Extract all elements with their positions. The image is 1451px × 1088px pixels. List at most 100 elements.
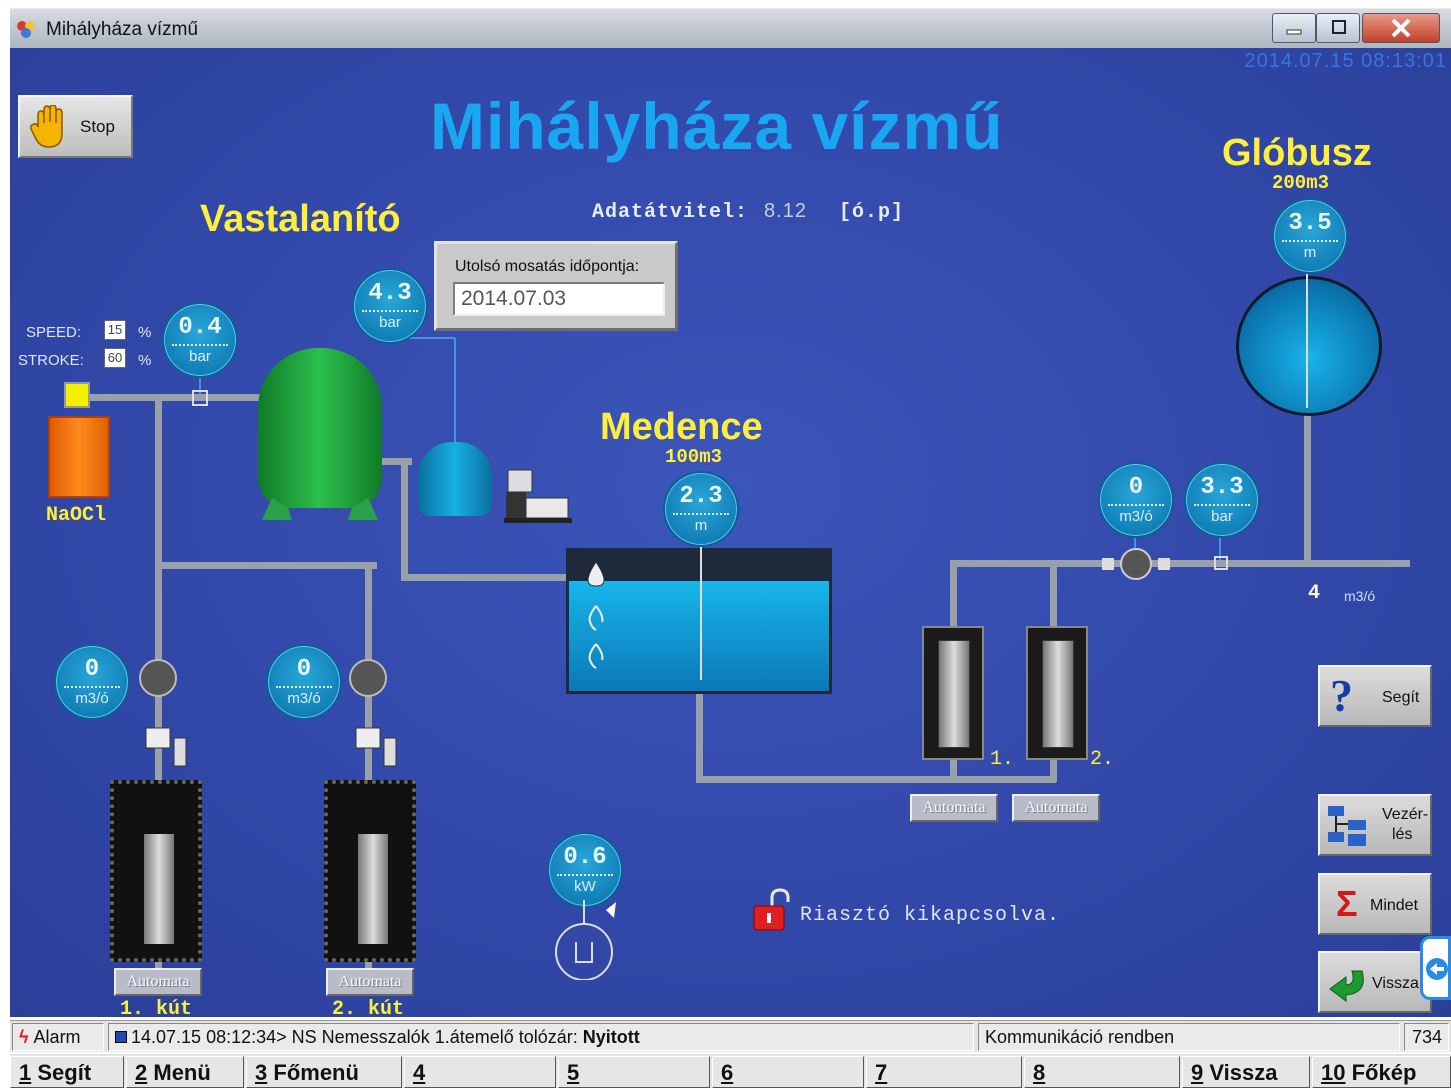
gauge-pressure-tank: 4.3 bar — [352, 268, 428, 344]
fkey-number: 3 — [255, 1060, 268, 1085]
fkey-5-button[interactable]: 5 — [558, 1056, 710, 1088]
booster-pump-1[interactable] — [922, 626, 984, 760]
pump-1-auto-button[interactable]: Automata — [910, 794, 998, 822]
all-label: Mindet — [1370, 897, 1419, 914]
back-button[interactable]: Vissza — [1318, 951, 1432, 1013]
well2-valves-icon — [349, 659, 397, 767]
gauge-medence-level: 2.3 m — [663, 471, 739, 547]
app-icon — [17, 21, 35, 38]
fkey-label: Segít — [37, 1060, 92, 1085]
fkey-6-button[interactable]: 6 — [712, 1056, 864, 1088]
well-1-label: 1. kút — [120, 998, 193, 1017]
event-message: 14.07.15 08:12:34> NS Nemesszalók 1.átem… — [108, 1023, 974, 1051]
gauge-unit: bar — [1211, 508, 1233, 525]
stop-button[interactable]: Stop — [18, 95, 133, 158]
pipe — [401, 574, 581, 581]
last-wash-caption: Utolsó mosatás időpontja: — [455, 258, 640, 275]
level-line — [700, 538, 702, 680]
data-transfer-value: 8.12 — [764, 200, 807, 222]
speed-input[interactable]: 15 — [104, 320, 126, 340]
fkey-10-button[interactable]: 10 Főkép — [1312, 1056, 1451, 1088]
pipe — [365, 562, 372, 992]
event-count: 734 — [1404, 1023, 1449, 1051]
pipe — [155, 562, 377, 569]
last-wash-field[interactable]: 2014.07.03 — [453, 282, 665, 316]
minimize-button[interactable] — [1272, 13, 1316, 43]
sigma-icon: Σ — [1336, 883, 1358, 924]
back-label: Vissza — [1372, 975, 1419, 992]
fkey-number: 2 — [135, 1060, 148, 1085]
level-line — [1306, 248, 1308, 408]
pipe — [696, 693, 703, 783]
maximize-button[interactable] — [1316, 13, 1360, 43]
data-transfer-label: Adatátvitel: — [592, 201, 749, 224]
fkey-number: 10 — [1321, 1060, 1346, 1085]
naocl-tank — [48, 416, 110, 498]
pipe — [1304, 393, 1311, 565]
pipe — [696, 776, 1056, 783]
well-1[interactable] — [110, 780, 202, 962]
pipe — [380, 458, 412, 465]
globusz-label: Glóbusz — [1222, 132, 1372, 174]
speed-label: SPEED: — [26, 324, 82, 341]
page-title: Mihályháza vízmű — [430, 89, 1004, 163]
medence-volume: 100m3 — [665, 446, 723, 468]
window-titlebar: Mihályháza vízmű — [10, 8, 1451, 48]
unlocked-padlock-icon[interactable] — [752, 888, 792, 932]
last-wash-panel: Utolsó mosatás időpontja: 2014.07.03 — [434, 241, 678, 331]
help-button[interactable]: ? Segít — [1318, 665, 1432, 727]
pump-2-auto-button[interactable]: Automata — [1012, 794, 1100, 822]
gauge-unit: kW — [574, 878, 596, 895]
alarm-state: Riasztó kikapcsolva. — [800, 904, 1061, 927]
gauge-unit: bar — [379, 314, 401, 331]
gauge-unit: m — [1303, 244, 1317, 261]
fkey-3-button[interactable]: 3 Főmenü — [246, 1056, 402, 1088]
alarm-button[interactable]: ϟ Alarm — [12, 1023, 104, 1051]
all-button[interactable]: Σ Mindet — [1318, 873, 1432, 935]
gauge-well1-flow: 0 m3/ó — [54, 644, 130, 720]
fkey-number: 5 — [567, 1060, 580, 1085]
restore-icon — [1332, 20, 1346, 34]
remote-support-tab[interactable] — [1420, 936, 1451, 1000]
control-label-2: lés — [1392, 826, 1413, 843]
fkey-9-button[interactable]: 9 Vissza — [1182, 1056, 1310, 1088]
fkey-8-button[interactable]: 8 — [1024, 1056, 1180, 1088]
gauge-well2-flow: 0 m3/ó — [266, 644, 342, 720]
flow-readout-value: 4 — [1308, 582, 1321, 605]
gauge-unit: m3/ó — [1119, 508, 1153, 525]
well-2-auto-button[interactable]: Automata — [326, 968, 414, 996]
energy-meter-icon — [555, 900, 616, 980]
fkey-1-button[interactable]: 1 Segít — [10, 1056, 124, 1088]
pump-1-label: 1. — [990, 748, 1015, 771]
level-sensor-icons — [587, 561, 605, 669]
stroke-input[interactable]: 60 — [104, 348, 126, 368]
booster-pump-2[interactable] — [1026, 626, 1088, 760]
fkey-7-button[interactable]: 7 — [866, 1056, 1022, 1088]
fkey-label: Vissza — [1209, 1060, 1278, 1085]
close-button[interactable] — [1362, 13, 1440, 43]
fkey-number: 4 — [413, 1060, 426, 1085]
well-2[interactable] — [324, 780, 416, 962]
help-label: Segít — [1382, 689, 1420, 706]
clock: 2014.07.15 08:13:01 — [1244, 50, 1447, 72]
pipe — [70, 394, 282, 401]
control-label-1: Vezér- — [1382, 806, 1429, 823]
dosing-pump-icon[interactable] — [64, 382, 90, 408]
lightning-icon: ϟ — [19, 1027, 29, 1047]
gauge-globusz-level: 3.5 m — [1272, 198, 1348, 274]
fkey-4-button[interactable]: 4 — [404, 1056, 556, 1088]
compressor-icon[interactable] — [504, 468, 574, 524]
gauge-unit: m — [694, 517, 708, 534]
well-1-auto-button[interactable]: Automata — [114, 968, 202, 996]
pipe — [950, 560, 1410, 567]
close-icon — [1391, 18, 1411, 38]
percent-label: % — [138, 324, 152, 341]
data-transfer: Adatátvitel:8.12[ó.p] — [592, 200, 904, 224]
event-state: Nyitott — [582, 1027, 640, 1047]
gauge-power: 0.6 kW — [547, 832, 623, 908]
fkey-number: 8 — [1033, 1060, 1046, 1085]
control-button[interactable]: Vezér- lés — [1318, 794, 1432, 856]
gauge-value: 2.3 — [679, 483, 723, 510]
fkey-2-button[interactable]: 2 Menü — [126, 1056, 244, 1088]
event-text: 14.07.15 08:12:34> NS Nemesszalók 1.átem… — [131, 1027, 583, 1047]
